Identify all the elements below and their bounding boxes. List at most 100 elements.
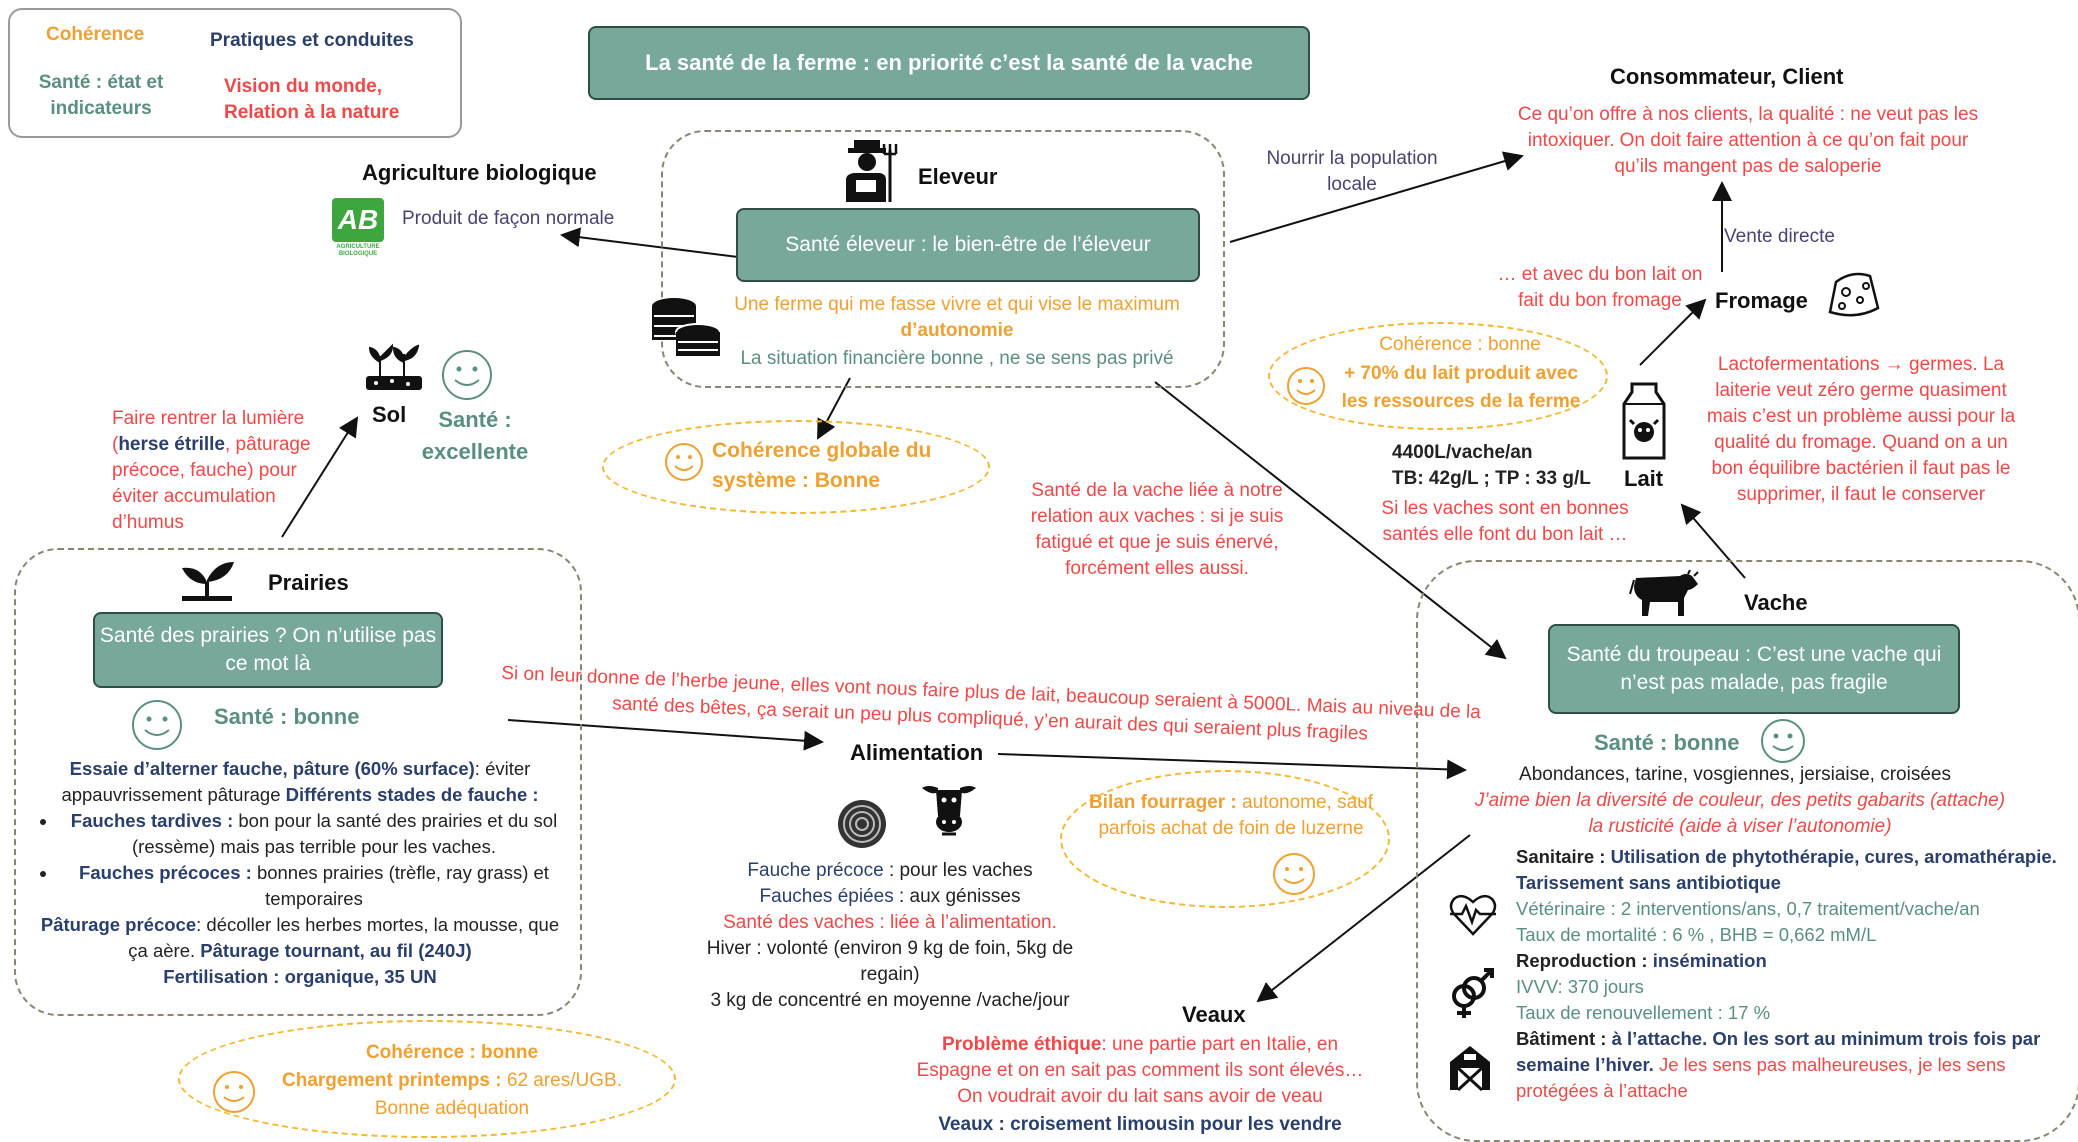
- eleveur-line3: La situation financière bonne , ne se se…: [740, 348, 1174, 369]
- list-item: Fauches tardives : bon pour la santé des…: [58, 808, 570, 860]
- reproduction: Reproduction : insémination: [1516, 948, 2072, 974]
- bilan-val: autonome, sauf parfois achat de foin de …: [1098, 792, 1374, 839]
- legend-box: [8, 8, 462, 138]
- consommateur-heading: Consommateur, Client: [1610, 64, 1844, 89]
- sanitaire-text: Utilisation de phytothérapie, cures, aro…: [1516, 846, 2057, 893]
- fe-b: : aux génisses: [898, 886, 1021, 907]
- veto: Vétérinaire : 2 interventions/ans, 0,7 t…: [1516, 898, 1980, 919]
- lumiere-herse: herse étrille: [118, 434, 225, 455]
- arrow-prairies-sol: [281, 416, 359, 538]
- lait-tb: TB: 42g/L ; TP : 33 g/L: [1392, 468, 1591, 489]
- bat-label: Bâtiment :: [1516, 1028, 1607, 1049]
- bilan-label: Bilan fourrager :: [1088, 792, 1237, 813]
- bat-red: Je les sens pas malheureuses, je les sen…: [1516, 1054, 2006, 1101]
- veaux-ethique: Problème éthique: une partie part en Ita…: [910, 1032, 1370, 1110]
- fromage-bon-lait: … et avec du bon lait on fait du bon fro…: [1497, 264, 1703, 311]
- hay-bale-icon: [838, 800, 886, 848]
- arrow-right-icon: →: [1884, 354, 1904, 375]
- bilan-text: Bilan fourrager : autonome, sauf parfois…: [1086, 790, 1376, 842]
- arrow-eleveur-agri: [560, 227, 739, 258]
- coins-icon: [652, 298, 721, 356]
- cow-head-icon: [922, 786, 976, 836]
- fp-b: : pour les vaches: [888, 860, 1033, 881]
- smiley-icon: [665, 443, 703, 481]
- farmer-icon: [846, 140, 898, 202]
- li2-bold: Fauches précoces :: [79, 862, 252, 883]
- sprout-icon: [182, 562, 234, 601]
- eleveur-line2: d’autonomie: [900, 320, 1014, 341]
- chargement-c: Bonne adéquation: [374, 1098, 530, 1119]
- veaux-croisement: Veaux : croisement limousin pour les ven…: [938, 1114, 1342, 1135]
- legend-pratiques: Pratiques et conduites: [210, 30, 414, 51]
- vache-races: Abondances, tarine, vosgiennes, jersiais…: [1519, 764, 1951, 785]
- veaux-heading: Veaux: [1182, 1002, 1246, 1027]
- sol-heading: Sol: [372, 402, 407, 427]
- vache-heading: Vache: [1744, 590, 1808, 615]
- lait-coherence-ellipse: [1268, 322, 1608, 430]
- smiley-icon: [1761, 719, 1805, 763]
- vache-rusticite: la rusticité (aide à viser l’autonomie): [1588, 816, 1892, 837]
- lait-prod: 4400L/vache/an: [1392, 442, 1533, 463]
- sol-sante: Santé : excellente: [421, 407, 529, 464]
- vente-directe: Vente directe: [1724, 226, 1835, 247]
- ab-logo-mark: AB: [332, 198, 384, 242]
- arrow-alimentation-vache: [997, 753, 1467, 780]
- prairies-sante: Santé : bonne: [214, 704, 360, 729]
- lait-heading: Lait: [1624, 466, 1664, 491]
- alimentation-heading: Alimentation: [850, 740, 984, 765]
- sante-vache-relation: Santé de la vache liée à notre relation …: [1030, 480, 1284, 579]
- mortalite: Taux de mortalité : 6 % , BHB = 0,662 mM…: [1516, 924, 1877, 945]
- fauche-list: Fauches tardives : bon pour la santé des…: [30, 808, 570, 912]
- ethique-label: Problème éthique: [941, 1034, 1102, 1055]
- chargement-ellipse: [178, 1020, 676, 1138]
- chargement-a: Cohérence : bonne: [365, 1042, 539, 1063]
- lait-coherence-1: Cohérence : bonne: [1379, 334, 1541, 355]
- consommateur-text: Ce qu’on offre à nos clients, la qualité…: [1517, 104, 1979, 177]
- prairies-p3: Fertilisation : organique, 35 UN: [163, 966, 437, 987]
- legend-vision: Vision du monde, Relation à la nature: [224, 76, 400, 123]
- fromage-lacto: Lactofermentations → germes. La laiterie…: [1696, 352, 2026, 508]
- arrow-prairies-alimentation: [507, 719, 824, 751]
- gender-icon: [1452, 968, 1494, 1018]
- lait-vaches: Si les vaches sont en bonnes santés elle…: [1381, 498, 1629, 545]
- lumiere-c: , pâturage précoce, fauche) pour éviter …: [112, 434, 311, 533]
- smiley-icon: [1287, 367, 1325, 405]
- renouvellement: Taux de renouvellement : 17 %: [1516, 1002, 1771, 1023]
- bilan-ellipse: [1060, 770, 1390, 908]
- li1-bold: Fauches tardives :: [70, 810, 234, 831]
- sante-vaches: Santé des vaches : liée à l’alimentation…: [723, 912, 1057, 933]
- hiver-1: Hiver : volonté (environ 9 kg de foin, 5…: [706, 938, 1074, 985]
- cheese-icon: [1828, 272, 1880, 317]
- eleveur-container: [661, 130, 1225, 388]
- chargement-val: 62 ares/UGB.: [506, 1070, 622, 1091]
- coherence-globale-text: Cohérence globale du système : Bonne: [712, 439, 932, 492]
- bat-text: à l’attache. On les sort au minimum troi…: [1516, 1028, 2041, 1075]
- lumiere-a: Faire rentrer la lumière (: [112, 408, 305, 455]
- p1-bold2: Différents stades de fauche :: [285, 784, 539, 805]
- vache-sante-box: Santé du troupeau : C’est une vache qui …: [1548, 624, 1960, 714]
- arrow-vache-lait: [1680, 503, 1746, 579]
- fauche-precoce: Fauche précoce : pour les vaches: [680, 858, 1100, 884]
- prairies-container: [14, 548, 582, 1016]
- nourrir-text: Nourrir la population locale: [1266, 148, 1438, 195]
- ethique-text: : une partie part en Italie, en Espagne …: [916, 1034, 1364, 1107]
- smiley-icon: [132, 700, 182, 750]
- alimentation-details: Fauche précoce : pour les vaches Fauches…: [680, 858, 1100, 1014]
- page-title: La santé de la ferme : en priorité c’est…: [588, 26, 1310, 100]
- ab-logo: AB AGRICULTURE BIOLOGIQUE: [332, 198, 388, 262]
- batiment: Bâtiment : à l’attache. On les sort au m…: [1516, 1026, 2072, 1104]
- milk-carton-icon: [1622, 382, 1666, 460]
- legend-sante: Santé : état et indicateurs: [38, 72, 164, 119]
- chargement-label: Chargement printemps :: [282, 1070, 502, 1091]
- vache-diversite: J’aime bien la diversité de couleur, des…: [1474, 790, 2006, 811]
- eleveur-line1: Une ferme qui me fasse vivre et qui vise…: [734, 294, 1180, 315]
- vache-details: Sanitaire : Utilisation de phytothérapie…: [1516, 844, 2072, 1104]
- fe-a: Fauches épiées: [759, 886, 894, 907]
- hiver-2: 3 kg de concentré en moyenne /vache/jour: [710, 990, 1070, 1011]
- lacto-a: Lactofermentations: [1717, 354, 1880, 375]
- legend-coherence: Cohérence: [46, 24, 145, 45]
- fauches-epiees: Fauches épiées : aux génisses: [680, 884, 1100, 910]
- agri-heading: Agriculture biologique: [362, 160, 597, 185]
- coherence-globale-ellipse: [602, 420, 990, 514]
- p1-bold: Essaie d’alterner fauche, pâture (60% su…: [69, 758, 475, 779]
